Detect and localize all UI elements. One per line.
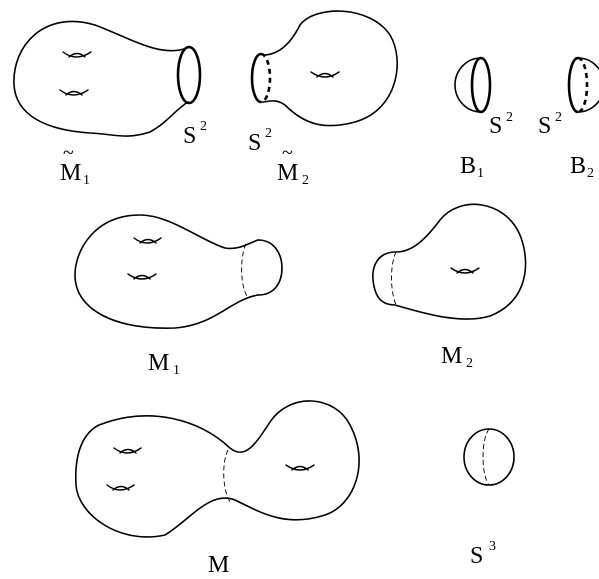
hole-icon: [113, 447, 142, 454]
svg-text:M: M: [208, 552, 229, 578]
ball-b1: [454, 56, 492, 114]
hole-icon: [310, 71, 340, 78]
surface-m: [75, 400, 360, 538]
svg-text:S: S: [470, 543, 483, 569]
label-s3: S 3: [470, 539, 496, 569]
hole-icon: [59, 89, 89, 96]
hole-icon: [106, 484, 135, 491]
svg-text:3: 3: [489, 539, 496, 554]
label-sphere-a: S 2: [183, 119, 207, 149]
hole-icon: [62, 51, 92, 58]
label-m: M: [208, 552, 229, 578]
boundary-sphere-circle: [176, 45, 202, 105]
label-sphere-b: S 2: [248, 126, 272, 156]
svg-text:2: 2: [506, 110, 513, 125]
svg-text:2: 2: [302, 173, 309, 188]
label-sphere-c: S 2: [489, 110, 513, 139]
svg-text:2: 2: [466, 356, 473, 371]
svg-text:1: 1: [477, 166, 484, 181]
hole-icon: [285, 464, 315, 471]
svg-text:1: 1: [173, 363, 180, 378]
hole-icon: [450, 267, 480, 274]
svg-text:M: M: [277, 160, 298, 186]
label-ball-1: B 1: [460, 153, 484, 181]
svg-text:1: 1: [83, 173, 90, 188]
svg-text:S: S: [489, 113, 502, 139]
svg-text:2: 2: [555, 110, 562, 125]
sphere-s3: [463, 428, 515, 486]
label-ball-2: B 2: [570, 153, 594, 181]
label-m1-tilde: ~ M 1: [60, 142, 90, 188]
surface-m1-tilde: [13, 20, 202, 137]
label-sphere-d: S 2: [538, 110, 562, 139]
svg-text:M: M: [441, 343, 462, 369]
svg-text:~: ~: [282, 142, 293, 164]
svg-text:2: 2: [200, 119, 207, 134]
svg-text:S: S: [538, 113, 551, 139]
svg-text:S: S: [248, 130, 261, 156]
ball-b2: [567, 56, 599, 114]
surface-m2-tilde: [250, 10, 398, 127]
svg-text:2: 2: [587, 166, 594, 181]
label-m2: M 2: [441, 343, 473, 371]
label-m1: M 1: [148, 350, 180, 378]
svg-text:~: ~: [63, 142, 74, 164]
hole-icon: [133, 237, 162, 244]
svg-text:M: M: [148, 350, 169, 376]
svg-text:2: 2: [265, 126, 272, 141]
svg-text:M: M: [60, 160, 81, 186]
surface-m2: [372, 203, 527, 320]
svg-text:S: S: [183, 123, 196, 149]
svg-text:B: B: [460, 153, 476, 179]
label-m2-tilde: ~ M 2: [277, 142, 309, 188]
surface-m1: [74, 214, 283, 329]
svg-text:B: B: [570, 153, 586, 179]
hole-icon: [127, 273, 157, 280]
